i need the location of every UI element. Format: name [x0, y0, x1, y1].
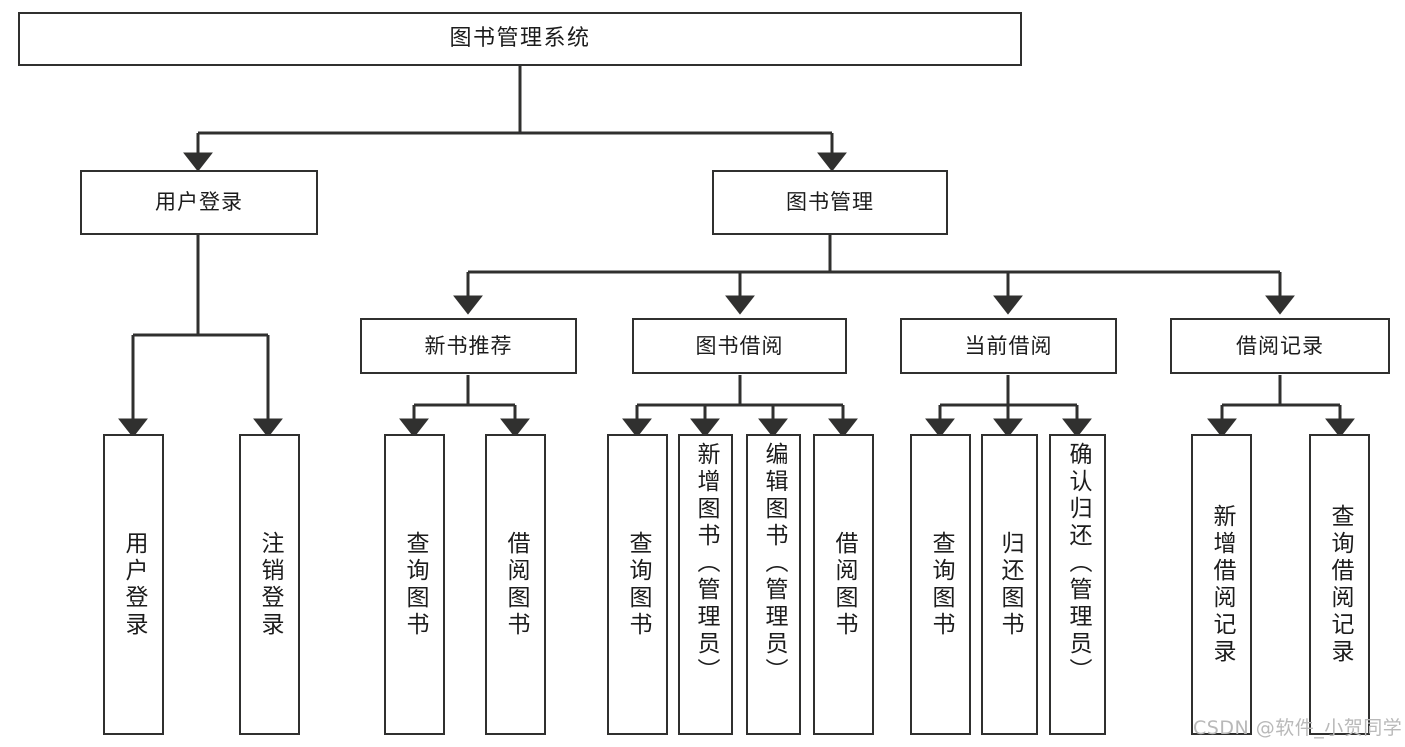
node-book-borrow[interactable]: 图书借阅 [632, 318, 847, 374]
node-label: 查询图书 [625, 530, 651, 639]
leaf-confirm-return-admin[interactable]: 确认归还（管理员） [1049, 434, 1106, 735]
leaf-borrow-book-new[interactable]: 借阅图书 [485, 434, 546, 735]
node-label: 图书管理系统 [449, 26, 591, 52]
leaf-query-book-current[interactable]: 查询图书 [910, 434, 971, 735]
node-borrow-records[interactable]: 借阅记录 [1170, 318, 1390, 374]
node-label: 用户登录 [121, 530, 147, 639]
leaf-edit-book-admin[interactable]: 编辑图书（管理员） [746, 434, 801, 735]
leaf-query-book-new[interactable]: 查询图书 [384, 434, 445, 735]
node-label: 查询图书 [402, 530, 428, 639]
node-label: 新增图书（管理员） [693, 442, 719, 685]
leaf-user-login[interactable]: 用户登录 [103, 434, 164, 735]
node-root-system[interactable]: 图书管理系统 [18, 12, 1022, 66]
node-label: 用户登录 [155, 190, 243, 215]
node-label: 图书管理 [786, 190, 874, 215]
node-book-management[interactable]: 图书管理 [712, 170, 948, 235]
node-user-login[interactable]: 用户登录 [80, 170, 318, 235]
node-label: 查询图书 [928, 530, 954, 639]
node-label: 借阅图书 [503, 530, 529, 639]
leaf-borrow-book[interactable]: 借阅图书 [813, 434, 874, 735]
node-label: 当前借阅 [964, 333, 1053, 358]
leaf-logout[interactable]: 注销登录 [239, 434, 300, 735]
node-label: 借阅图书 [831, 530, 857, 639]
node-label: 新书推荐 [424, 333, 513, 358]
node-label: 查询借阅记录 [1327, 503, 1353, 666]
node-new-book-recommend[interactable]: 新书推荐 [360, 318, 577, 374]
leaf-return-book[interactable]: 归还图书 [981, 434, 1038, 735]
csdn-watermark: CSDN @软件_小贺同学 [1193, 717, 1403, 739]
leaf-query-borrow-record[interactable]: 查询借阅记录 [1309, 434, 1370, 735]
leaf-query-book-borrow[interactable]: 查询图书 [607, 434, 668, 735]
node-label: 确认归还（管理员） [1065, 442, 1091, 685]
leaf-add-book-admin[interactable]: 新增图书（管理员） [678, 434, 733, 735]
node-label: 图书借阅 [695, 333, 784, 358]
leaf-add-borrow-record[interactable]: 新增借阅记录 [1191, 434, 1252, 735]
node-current-borrow[interactable]: 当前借阅 [900, 318, 1117, 374]
node-label: 注销登录 [257, 530, 283, 639]
node-label: 新增借阅记录 [1209, 503, 1235, 666]
node-label: 编辑图书（管理员） [761, 442, 787, 685]
node-label: 借阅记录 [1236, 333, 1324, 358]
node-label: 归还图书 [997, 530, 1023, 639]
